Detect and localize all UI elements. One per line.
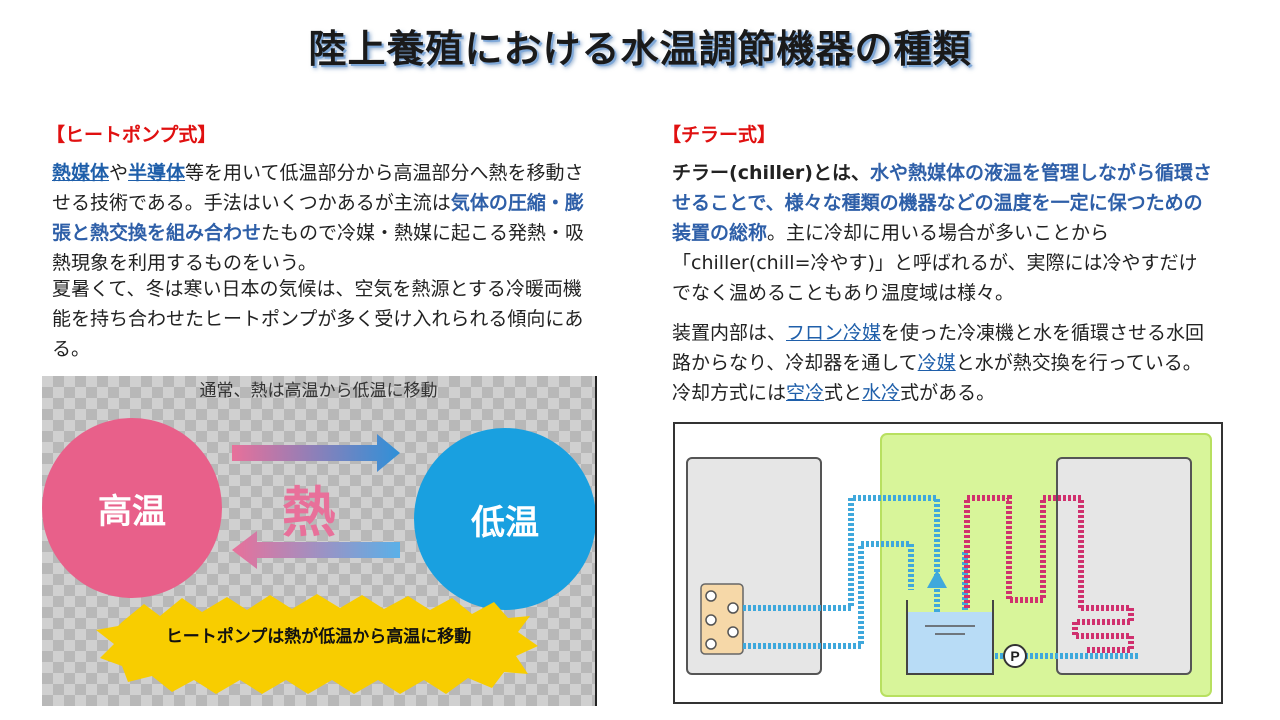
chiller-paragraph-2: 装置内部は、フロン冷媒を使った冷凍機と水を循環させる水回路からなり、冷却器を通し… bbox=[672, 318, 1212, 408]
flow-up-arrow-icon bbox=[927, 570, 947, 588]
text-segment: 等を用いて低温部分から高温部分へ熱を移動させる技術である。手法はいくつかあるが主… bbox=[52, 162, 584, 214]
pump-icon bbox=[1003, 644, 1027, 668]
pump-label: P bbox=[1010, 648, 1019, 664]
emphasis-compression: 気体の圧縮・膨張と熱交換を組み合わせ bbox=[52, 192, 584, 244]
arrow-left-icon bbox=[232, 531, 400, 569]
chiller-paragraph-1: チラー(chiller)とは、水や熱媒体の液温を管理しながら循環させることで、様… bbox=[672, 158, 1212, 308]
link-water-cooled[interactable]: 水冷 bbox=[862, 382, 901, 404]
chiller-figure: P bbox=[673, 422, 1223, 704]
heatpump-figure-caption: 通常、熱は高温から低温に移動 bbox=[199, 381, 438, 401]
coil-nodes-icon bbox=[705, 590, 739, 650]
page-title: 陸上養殖における水温調節機器の種類 bbox=[308, 27, 972, 71]
text-segment: を使った冷凍機と水を循環させる水回路からなり、冷却器を通して bbox=[672, 322, 1205, 374]
link-heat-medium[interactable]: 熱媒体 bbox=[52, 162, 110, 184]
link-air-cooled[interactable]: 空冷 bbox=[786, 382, 825, 404]
chiller-heading: 【チラー式】 bbox=[662, 124, 777, 146]
text-segment: 装置内部は、 bbox=[672, 322, 787, 344]
heat-label: 熱 bbox=[282, 481, 336, 544]
equipment-right bbox=[1056, 457, 1192, 675]
text-segment: )とは、 bbox=[804, 162, 870, 184]
link-semiconductor[interactable]: 半導体 bbox=[128, 162, 186, 184]
text-segment: チラー( bbox=[672, 162, 738, 184]
heat-flow-arrows bbox=[96, 434, 538, 694]
text-segment: 式と bbox=[824, 382, 863, 404]
heatpump-paragraph-2: 夏暑くて、冬は寒い日本の気候は、空気を熱源とする冷暖両機能を持ち合わせたヒートポ… bbox=[52, 278, 584, 360]
chiller-diagram: P bbox=[686, 433, 1212, 697]
heatpump-paragraph-1: 熱媒体や半導体等を用いて低温部分から高温部分へ熱を移動させる技術である。手法はい… bbox=[52, 158, 592, 278]
starburst-icon bbox=[96, 594, 538, 694]
arrow-right-icon bbox=[232, 434, 400, 472]
heatpump-burst-text: ヒートポンプは熱が低温から高温に移動 bbox=[165, 627, 472, 647]
text-segment: 。主に冷却に用いる場合が多いことから「chiller(chill=冷やす)」と呼… bbox=[672, 222, 1198, 304]
refrigerant-pipe bbox=[964, 495, 1134, 653]
emphasis-chiller-definition: 水や熱媒体の液温を管理しながら循環させることで、様々な種類の機器などの温度を一定… bbox=[672, 162, 1212, 244]
low-temperature-circle: 低温 bbox=[414, 428, 595, 610]
high-temperature-circle: 高温 bbox=[42, 418, 222, 598]
text-segment: 式がある。 bbox=[900, 382, 996, 404]
water-tank bbox=[906, 600, 994, 675]
heatpump-figure: 通常、熱は高温から低温に移動 高温 低温 熱 ヒートポンプは熱が低温から高温に移… bbox=[42, 376, 597, 706]
tank-water bbox=[908, 612, 992, 673]
text-segment: たもので冷媒・熱媒に起こる発熱・吸熱現象を利用するものをいう。 bbox=[52, 222, 585, 274]
text-segment: chiller bbox=[737, 162, 805, 184]
text-segment: と水が熱交換を行っている。冷却方式には bbox=[672, 352, 1202, 404]
text-segment: や bbox=[109, 162, 129, 184]
heatpump-heading: 【ヒートポンプ式】 bbox=[46, 124, 217, 146]
link-freon-refrigerant[interactable]: フロン冷媒 bbox=[786, 322, 882, 344]
link-refrigerant[interactable]: 冷媒 bbox=[917, 352, 956, 374]
